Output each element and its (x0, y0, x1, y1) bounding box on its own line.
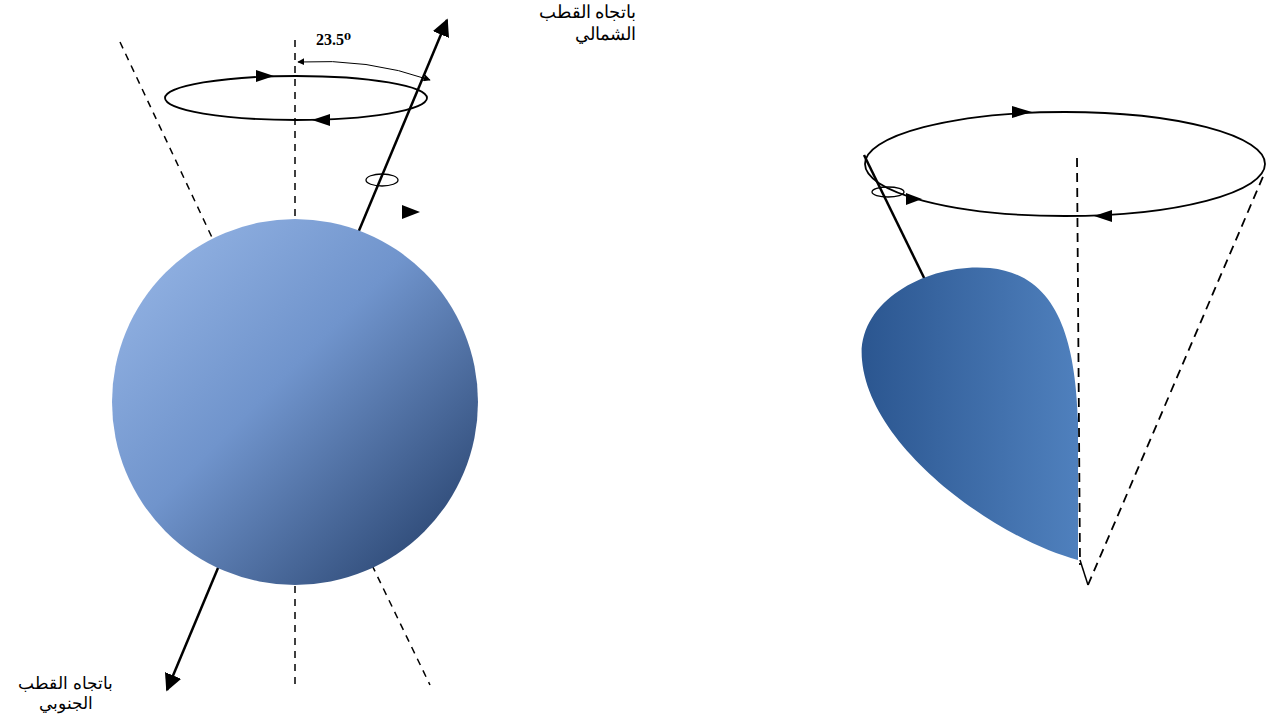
top-figure (862, 106, 1265, 585)
spin-loop (872, 187, 904, 197)
direction-arrowhead (1012, 106, 1032, 118)
pole-direction-label: باتجاه القطب الجنوبي (3, 674, 128, 715)
earth-sphere (112, 219, 478, 585)
direction-arrowhead (1094, 210, 1112, 222)
direction-arrowhead (312, 114, 330, 126)
precession-circle (165, 76, 427, 120)
spinning-top (862, 267, 1078, 560)
angle-label: 23.5⁰ (316, 30, 406, 49)
spin-axis (864, 155, 930, 290)
earth-figure (112, 20, 478, 690)
angle-arc (298, 61, 430, 80)
spin-arrowhead (906, 193, 922, 205)
apex-line (1080, 560, 1088, 585)
cone-dashed-line (1088, 172, 1265, 585)
direction-arrowhead (256, 70, 274, 82)
spin-loop (366, 174, 398, 186)
spin-arrowhead (402, 205, 420, 219)
pole-direction-label: باتجاه القطب الشمالي (501, 2, 636, 45)
precession-circle (865, 112, 1265, 216)
